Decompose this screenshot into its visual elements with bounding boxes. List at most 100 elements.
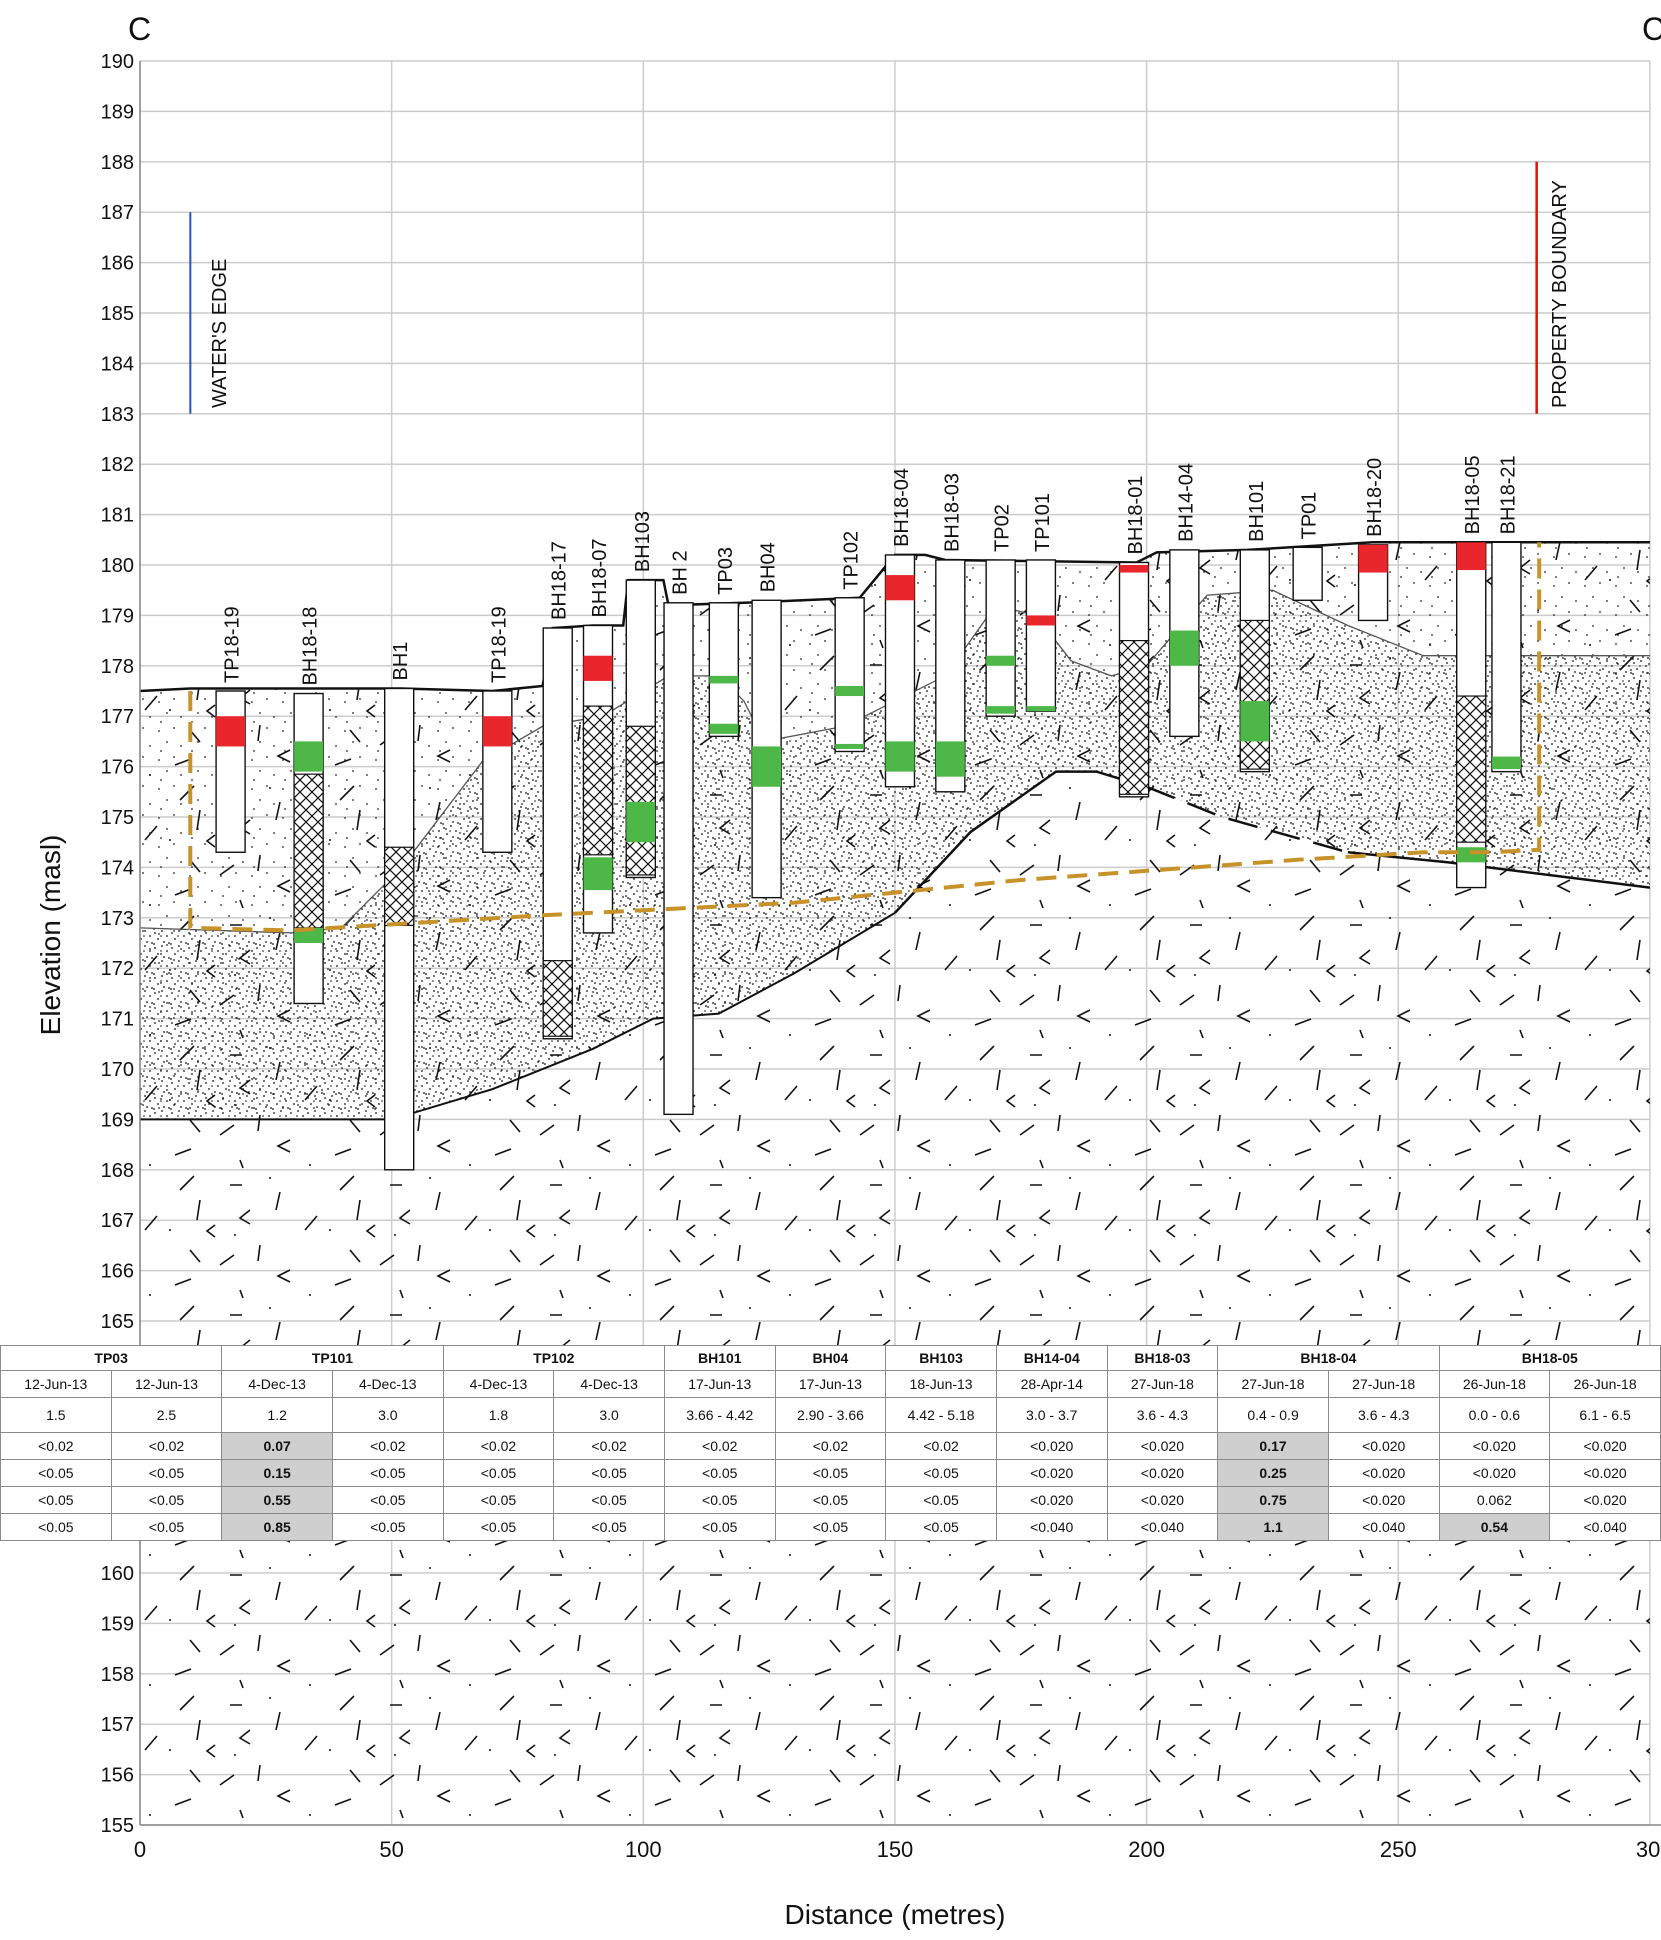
table-depth-cell: 1.8	[442, 1397, 555, 1433]
detection-interval	[885, 741, 915, 772]
table-depth-cell: 3.0	[553, 1397, 665, 1433]
borehole-column	[663, 602, 694, 1116]
y-tick-label: 168	[101, 1160, 134, 1182]
y-tick-label: 174	[101, 857, 134, 879]
borehole-column	[482, 690, 513, 853]
y-tick-label: 167	[101, 1210, 134, 1232]
exceedance-interval	[482, 716, 512, 747]
section-label-right: C	[1642, 11, 1661, 47]
exceedance-interval	[1026, 615, 1056, 626]
table-cell: <0.05	[0, 1486, 112, 1514]
borehole-column	[1025, 559, 1057, 712]
y-tick-label: 158	[101, 1664, 134, 1686]
table-cell: <0.05	[663, 1486, 776, 1514]
table-depth-cell: 3.66 - 4.42	[663, 1397, 776, 1433]
table-cell: <0.02	[442, 1432, 555, 1460]
y-tick-label: 181	[101, 505, 134, 527]
borehole-column	[985, 559, 1016, 717]
table-header-cell: BH14-04	[995, 1345, 1108, 1371]
borehole-label: TP101	[1032, 493, 1054, 552]
exceedance-interval	[583, 655, 613, 681]
table-depth-cell: 3.0 - 3.7	[995, 1397, 1108, 1433]
borehole-label: BH101	[1246, 481, 1268, 542]
y-tick-label: 184	[101, 353, 134, 375]
table-date-cell: 26-Jun-18	[1438, 1370, 1551, 1398]
table-depth-cell: 2.90 - 3.66	[774, 1397, 887, 1433]
table-cell: <0.05	[110, 1513, 223, 1541]
table-cell: <0.02	[663, 1432, 776, 1460]
table-cell: <0.020	[1106, 1432, 1219, 1460]
y-tick-label: 155	[101, 1815, 134, 1837]
x-tick-label: 200	[1128, 1837, 1165, 1862]
exceedance-interval	[216, 716, 246, 747]
table-depth-cell: 2.5	[110, 1397, 223, 1433]
table-date-cell: 4-Dec-13	[331, 1370, 444, 1398]
table-cell: <0.02	[885, 1432, 997, 1460]
table-date-cell: 26-Jun-18	[1549, 1370, 1661, 1398]
y-tick-label: 187	[101, 202, 134, 224]
x-axis-label: Distance (metres)	[785, 1899, 1006, 1930]
borehole-label: BH18-04	[891, 468, 913, 547]
table-date-cell: 27-Jun-18	[1327, 1370, 1440, 1398]
table-cell: <0.020	[1106, 1486, 1219, 1514]
detection-interval	[583, 857, 613, 891]
table-cell: <0.02	[110, 1432, 223, 1460]
y-tick-label: 183	[101, 404, 134, 426]
borehole-column	[215, 690, 246, 853]
table-cell: <0.02	[553, 1432, 665, 1460]
table-depth-cell: 3.6 - 4.3	[1106, 1397, 1219, 1433]
table-depth-cell: 0.4 - 0.9	[1217, 1397, 1329, 1433]
table-depth-cell: 0.0 - 0.6	[1438, 1397, 1551, 1433]
borehole-label: BH18-05	[1462, 455, 1484, 534]
y-tick-label: 172	[101, 958, 134, 980]
table-cell: <0.020	[1327, 1459, 1440, 1487]
property-boundary-label: PROPERTY BOUNDARY	[1549, 180, 1571, 408]
table-date-cell: 4-Dec-13	[442, 1370, 555, 1398]
table-cell: <0.05	[885, 1459, 997, 1487]
borehole-column	[708, 602, 740, 738]
table-date-cell: 27-Jun-18	[1217, 1370, 1329, 1398]
backfill-interval	[582, 705, 614, 856]
y-tick-label: 173	[101, 908, 134, 930]
y-axis-label: Elevation (masl)	[35, 835, 66, 1036]
borehole-label: BH18-20	[1364, 458, 1386, 537]
x-tick-label: 50	[379, 1837, 403, 1862]
detection-interval	[1240, 701, 1270, 742]
borehole-label: BH 2	[670, 550, 692, 594]
table-cell: <0.05	[553, 1486, 665, 1514]
y-tick-label: 177	[101, 706, 134, 728]
table-cell: <0.05	[663, 1459, 776, 1487]
y-tick-label: 188	[101, 152, 134, 174]
exceedance-interval	[885, 575, 915, 601]
table-depth-cell: 3.6 - 4.3	[1327, 1397, 1440, 1433]
table-cell: <0.020	[1106, 1459, 1219, 1487]
y-tick-label: 165	[101, 1311, 134, 1333]
table-cell: <0.020	[1549, 1486, 1661, 1514]
table-header-cell: BH101	[663, 1345, 776, 1371]
table-cell: <0.020	[995, 1459, 1108, 1487]
y-tick-label: 157	[101, 1714, 134, 1736]
table-cell: <0.05	[442, 1459, 555, 1487]
table-cell: <0.05	[774, 1459, 887, 1487]
borehole-column	[1292, 546, 1323, 601]
x-tick-label: 250	[1380, 1837, 1417, 1862]
borehole-label: BH1	[390, 642, 412, 681]
y-tick-label: 178	[101, 656, 134, 678]
table-date-cell: 17-Jun-13	[774, 1370, 887, 1398]
sand-unit	[140, 590, 1650, 1120]
bedrock-contact-inferred	[1146, 785, 1349, 854]
detection-interval	[294, 741, 324, 772]
table-header-cell: BH18-05	[1438, 1345, 1661, 1371]
table-header-cell: TP101	[221, 1345, 444, 1371]
table-cell: <0.05	[110, 1486, 223, 1514]
detection-interval	[752, 746, 782, 787]
table-cell: <0.05	[774, 1486, 887, 1514]
table-cell: <0.040	[1549, 1513, 1661, 1541]
y-tick-label: 179	[101, 605, 134, 627]
table-cell: <0.020	[995, 1486, 1108, 1514]
table-cell: <0.040	[1327, 1513, 1440, 1541]
x-tick-label: 150	[877, 1837, 914, 1862]
table-cell: 0.54	[1438, 1513, 1551, 1541]
